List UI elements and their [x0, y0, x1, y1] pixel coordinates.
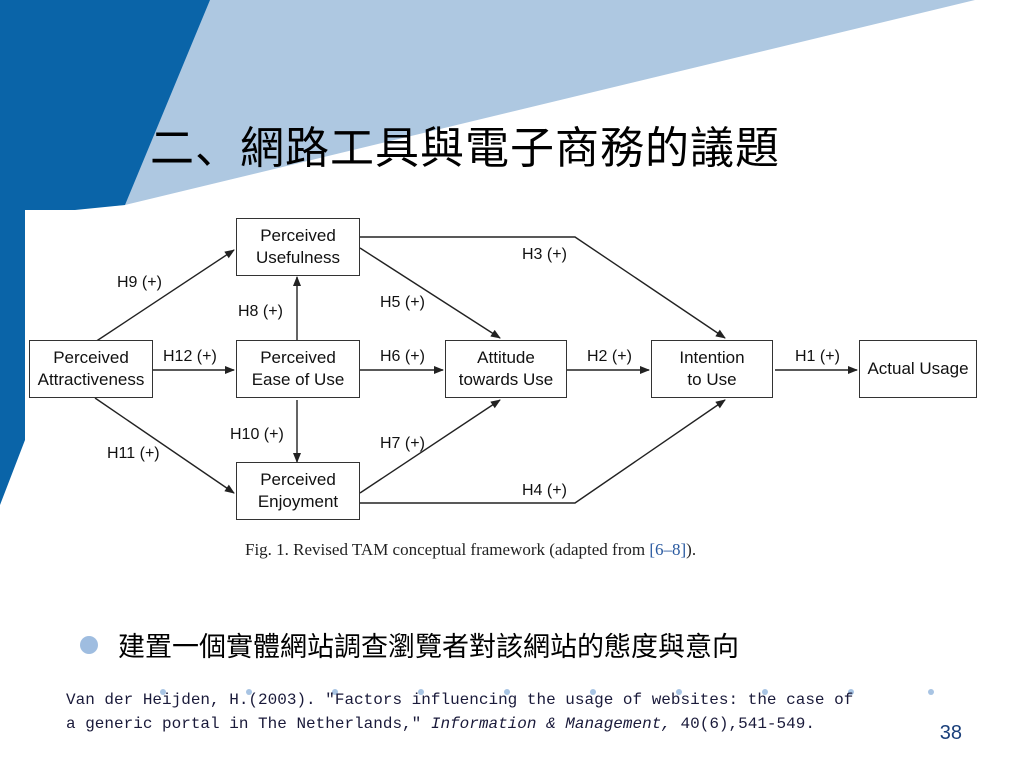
- edge-h4: [360, 399, 726, 504]
- caption-text: Fig. 1. Revised TAM conceptual framework…: [245, 540, 650, 559]
- dark-blue-band: [0, 0, 210, 505]
- label-h9: H9 (+): [117, 274, 162, 291]
- label-h8: H8 (+): [238, 303, 283, 320]
- dot: [928, 689, 934, 695]
- diagram-arrows: [94, 236, 858, 504]
- node-perceived-usefulness: Perceived Usefulness: [236, 218, 360, 276]
- page-number: 38: [939, 722, 962, 744]
- citation-line-1: Van der Heijden, H.(2003). "Factors infl…: [66, 691, 854, 709]
- figure-caption: Fig. 1. Revised TAM conceptual framework…: [245, 540, 696, 560]
- edge-h9: [94, 249, 235, 343]
- label-h12: H12 (+): [163, 348, 217, 365]
- label-h5: H5 (+): [380, 294, 425, 311]
- label-h11: H11 (+): [107, 445, 160, 462]
- dot: [676, 689, 682, 695]
- label-h10: H10 (+): [230, 426, 284, 443]
- label-h4: H4 (+): [522, 482, 567, 499]
- bullet-item: 建置一個實體網站調查瀏覽者對該網站的態度與意向: [80, 625, 739, 664]
- caption-end: ).: [686, 540, 697, 559]
- node-perceived-ease-of-use: Perceived Ease of Use: [236, 340, 360, 398]
- bullet-text: 建置一個實體網站調查瀏覽者對該網站的態度與意向: [118, 632, 739, 663]
- edge-h7: [359, 399, 501, 494]
- dot: [762, 689, 768, 695]
- label-h6: H6 (+): [380, 348, 425, 365]
- citation-volume: 40(6),541-549.: [670, 715, 815, 733]
- dot: [418, 689, 424, 695]
- citation-authors-end: a generic portal in The Netherlands,": [66, 715, 431, 733]
- edge-h3: [360, 236, 726, 339]
- node-actual-usage: Actual Usage: [859, 340, 977, 398]
- citation: Van der Heijden, H.(2003). "Factors infl…: [66, 688, 853, 736]
- caption-reference-link[interactable]: [6–8]: [649, 540, 687, 559]
- dot: [160, 689, 166, 695]
- citation-journal: Information & Management,: [430, 715, 671, 733]
- label-h7: H7 (+): [380, 435, 425, 452]
- tam-diagram-figure: Perceived Attractiveness Perceived Usefu…: [25, 210, 1000, 580]
- node-intention-to-use: Intention to Use: [651, 340, 773, 398]
- dot: [246, 689, 252, 695]
- dot: [332, 689, 338, 695]
- label-h3: H3 (+): [522, 246, 567, 263]
- slide-title: 二、網路工具與電子商務的議題: [150, 123, 780, 174]
- dot: [504, 689, 510, 695]
- node-perceived-attractiveness: Perceived Attractiveness: [29, 340, 153, 398]
- node-perceived-enjoyment: Perceived Enjoyment: [236, 462, 360, 520]
- light-blue-band: [0, 0, 975, 215]
- citation-line-2: a generic portal in The Netherlands," In…: [66, 712, 853, 736]
- bullet-dot-icon: [80, 635, 98, 654]
- label-h2: H2 (+): [587, 348, 632, 365]
- edge-h5: [359, 247, 501, 339]
- dot: [848, 689, 854, 695]
- node-attitude-towards-use: Attitude towards Use: [445, 340, 567, 398]
- edge-h11: [94, 397, 235, 494]
- dot: [590, 689, 596, 695]
- label-h1: H1 (+): [795, 348, 840, 365]
